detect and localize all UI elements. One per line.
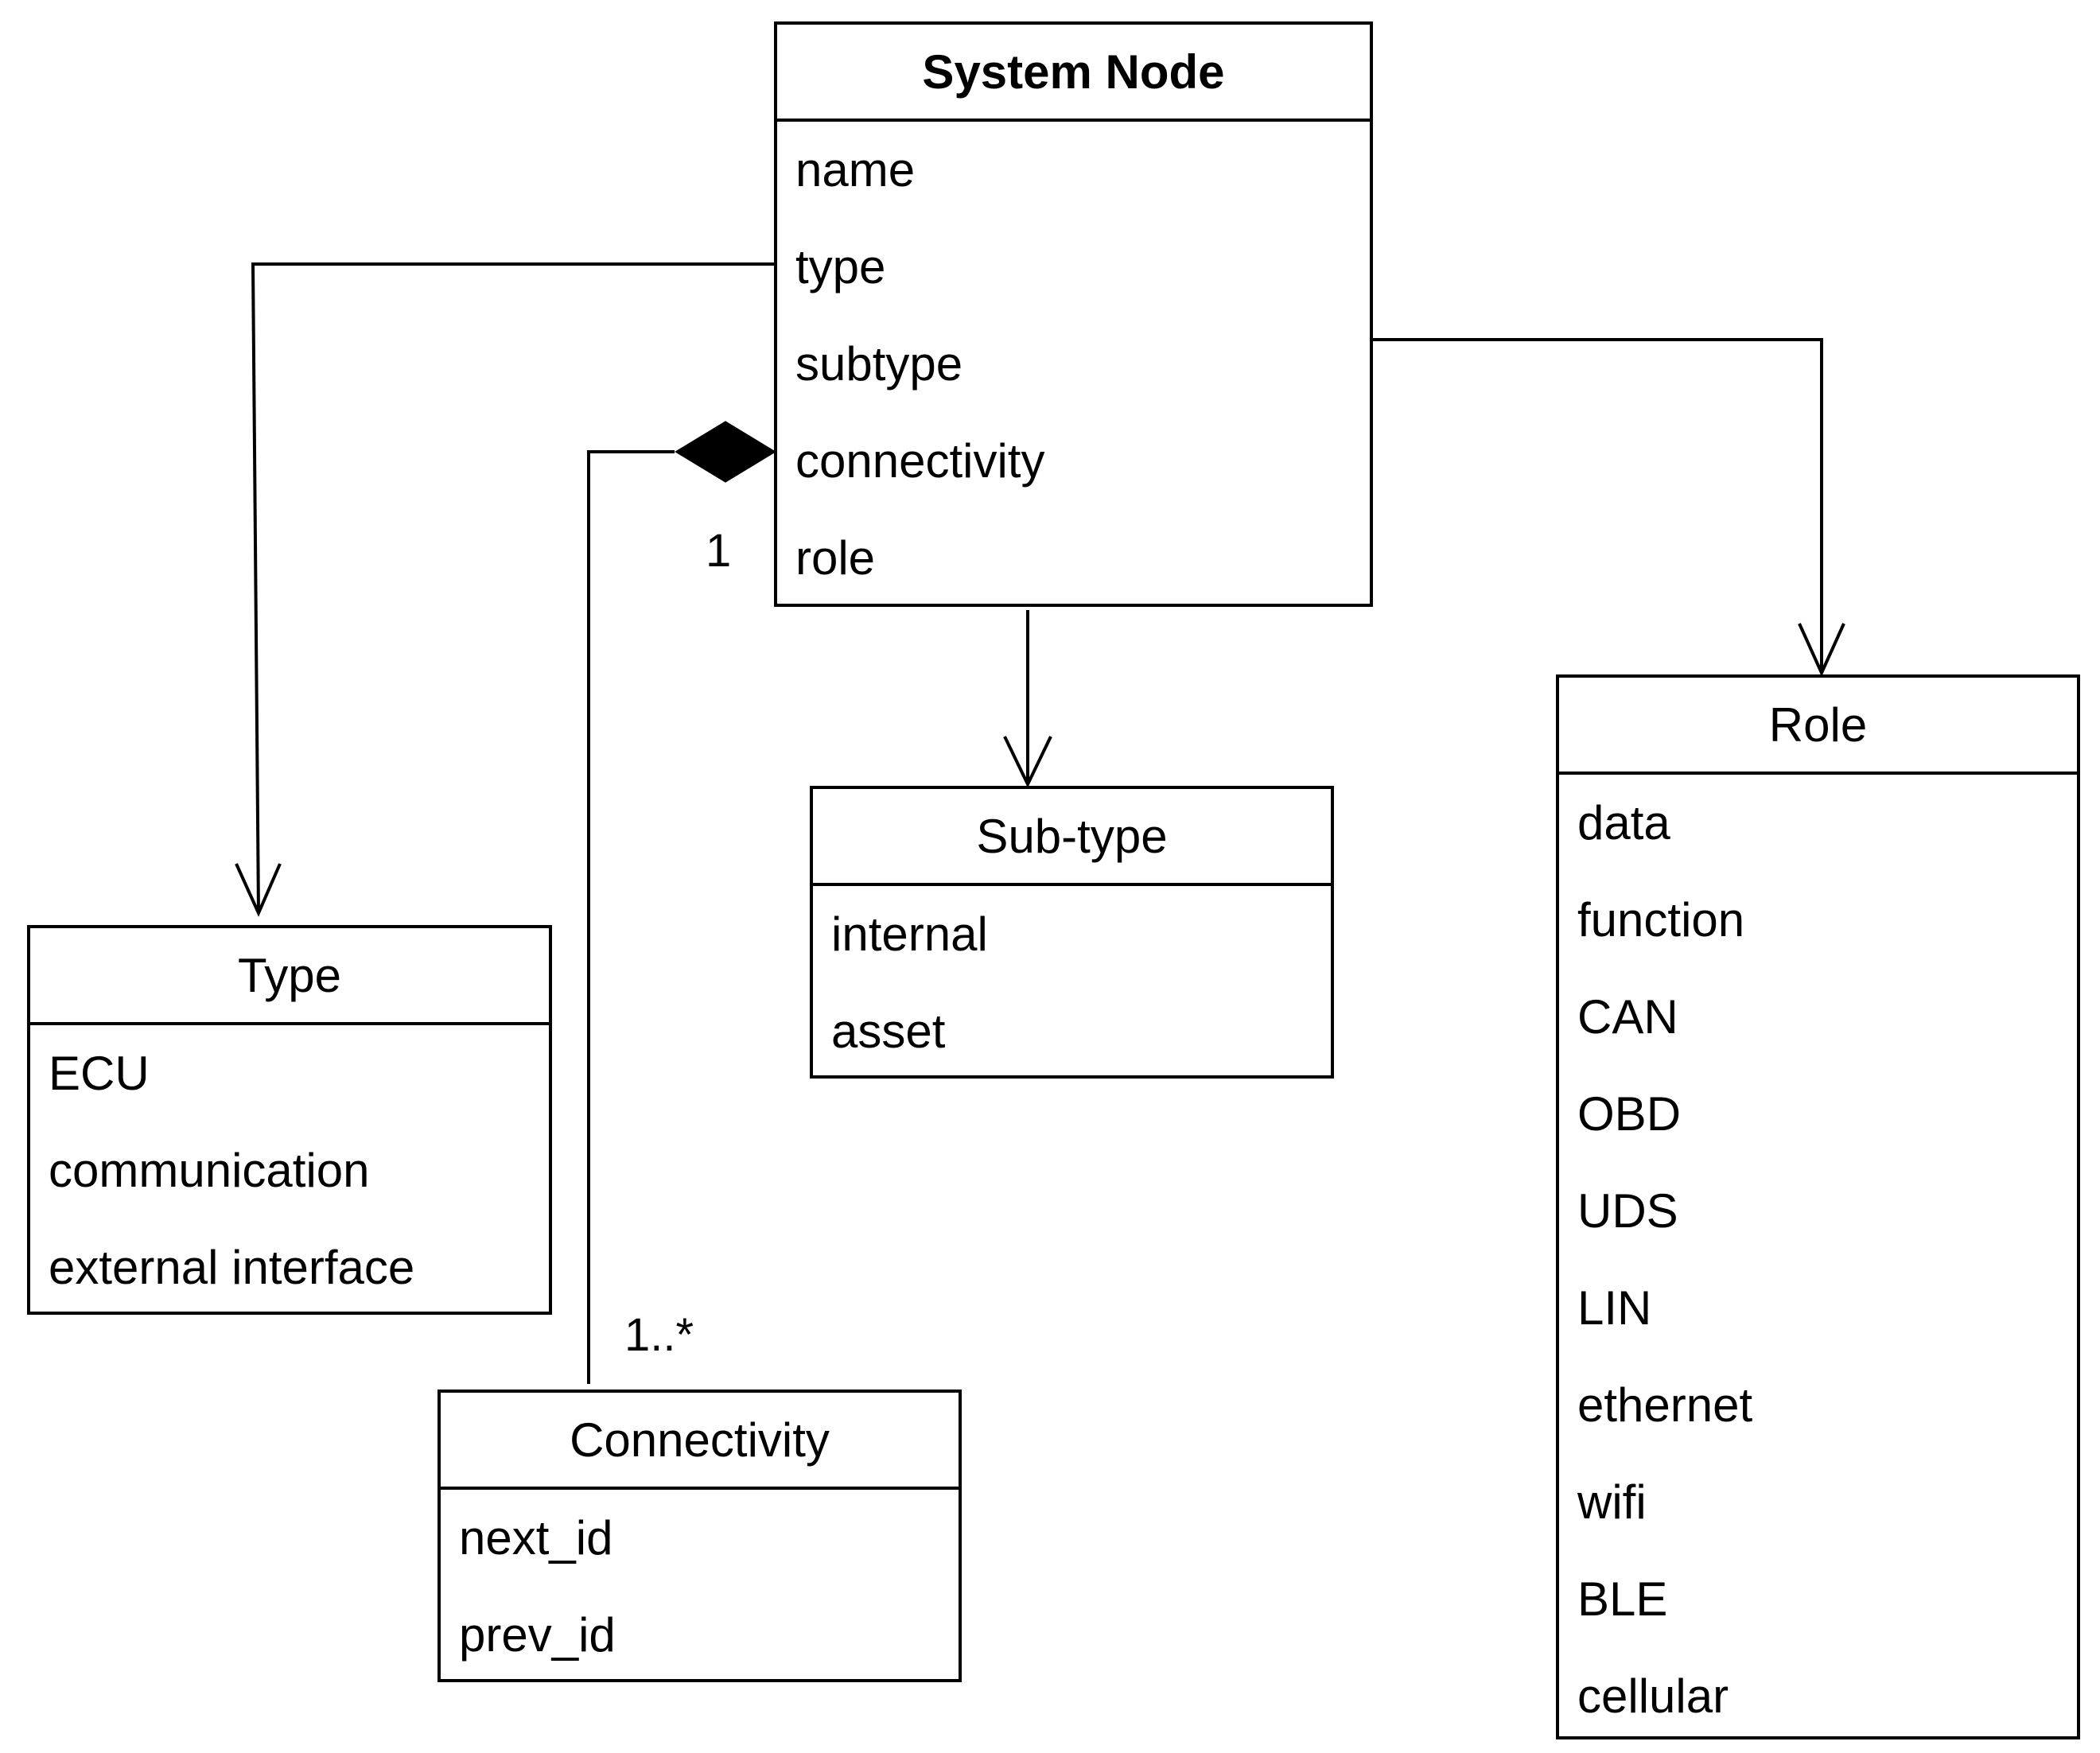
class-connectivity-title: Connectivity <box>441 1393 959 1490</box>
role-value-can: CAN <box>1577 990 1678 1044</box>
class-connectivity-attributes: next_id prev_id <box>441 1490 959 1684</box>
attribute-subtype: subtype <box>795 337 963 391</box>
type-value-communication: communication <box>49 1144 370 1197</box>
subtype-value-internal: internal <box>831 908 988 961</box>
arrowhead-open-type <box>235 863 282 917</box>
composition-diamond-icon <box>675 421 776 483</box>
class-system-node-attributes: name type subtype connectivity role <box>777 122 1370 607</box>
class-connectivity[interactable]: Connectivity next_id prev_id <box>438 1390 962 1682</box>
class-type-values: ECU communication external interface <box>30 1025 549 1316</box>
type-value-ecu: ECU <box>49 1047 150 1100</box>
attribute-type: type <box>795 240 886 293</box>
role-value-wifi: wifi <box>1577 1475 1647 1529</box>
arrowhead-open-role <box>1798 623 1845 677</box>
class-role-title: Role <box>1559 678 2077 775</box>
class-subtype-values: internal asset <box>813 886 1331 1080</box>
attribute-role: role <box>795 531 876 585</box>
attribute-prev-id: prev_id <box>459 1608 616 1662</box>
class-type[interactable]: Type ECU communication external interfac… <box>27 925 552 1315</box>
composition-line-connectivity <box>587 450 675 1384</box>
role-value-ethernet: ethernet <box>1577 1378 1753 1432</box>
role-value-uds: UDS <box>1577 1184 1678 1238</box>
role-value-data: data <box>1577 796 1670 849</box>
class-role-values: data function CAN OBD UDS LIN ethernet w… <box>1559 775 2077 1745</box>
class-subtype-title: Sub-type <box>813 789 1331 886</box>
role-value-function: function <box>1577 893 1745 946</box>
role-value-lin: LIN <box>1577 1281 1652 1335</box>
multiplicity-target-label: 1..* <box>624 1309 694 1361</box>
arrowhead-open-subtype <box>1003 736 1052 788</box>
class-role[interactable]: Role data function CAN OBD UDS LIN ether… <box>1556 674 2080 1739</box>
attribute-next-id: next_id <box>459 1511 613 1564</box>
attribute-connectivity: connectivity <box>795 434 1045 488</box>
role-value-cellular: cellular <box>1577 1669 1729 1723</box>
association-line-type <box>251 262 774 914</box>
class-system-node-title: System Node <box>777 25 1370 122</box>
class-subtype[interactable]: Sub-type internal asset <box>810 786 1334 1079</box>
multiplicity-source-label: 1 <box>706 525 732 577</box>
attribute-name: name <box>795 143 916 196</box>
association-line-role <box>1373 338 1823 673</box>
subtype-value-asset: asset <box>831 1005 946 1058</box>
type-value-external-interface: external interface <box>49 1241 415 1294</box>
class-type-title: Type <box>30 928 549 1025</box>
class-system-node[interactable]: System Node name type subtype connectivi… <box>774 21 1373 607</box>
role-value-ble: BLE <box>1577 1572 1668 1626</box>
role-value-obd: OBD <box>1577 1087 1682 1141</box>
